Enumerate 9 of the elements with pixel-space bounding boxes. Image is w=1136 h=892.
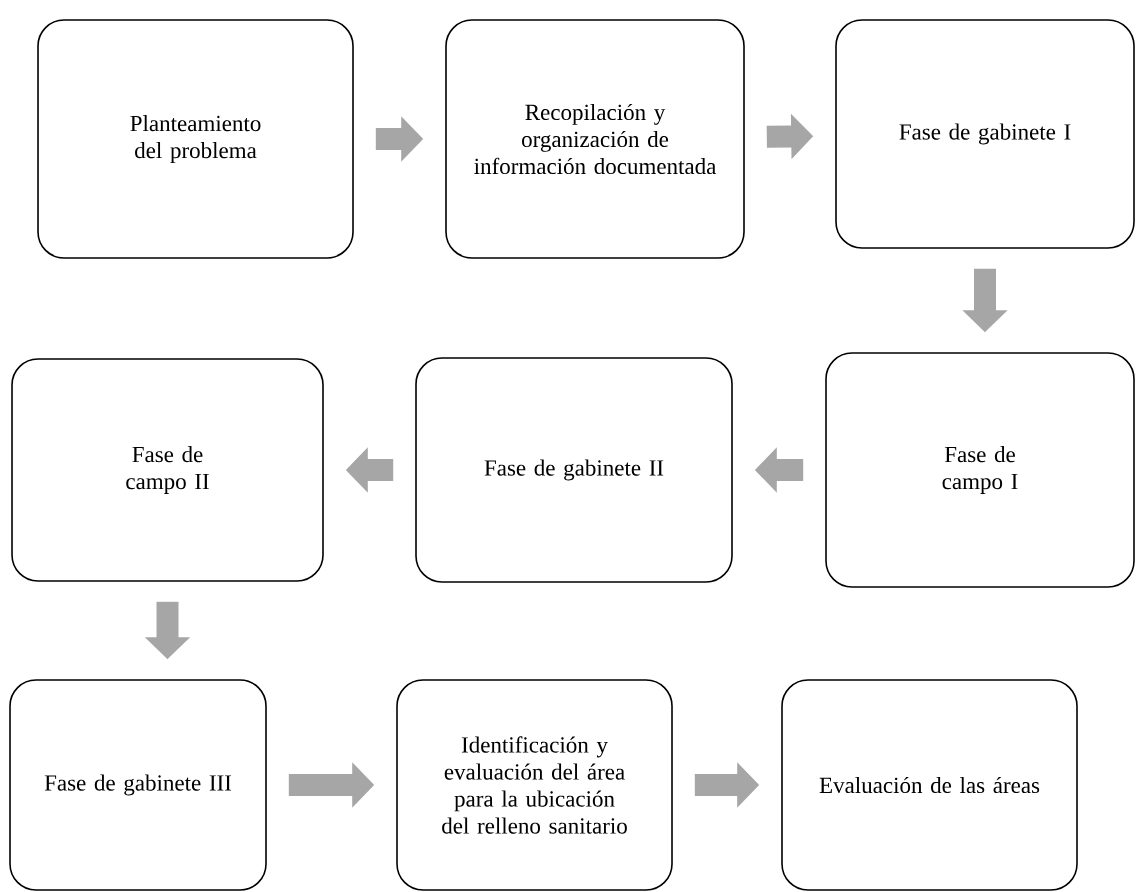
process-box: Evaluación de las áreas bbox=[781, 679, 1078, 891]
process-box: Fase de campo II bbox=[11, 358, 324, 582]
process-box: Fase de gabinete III bbox=[9, 679, 267, 891]
process-box: Planteamiento del problema bbox=[37, 19, 354, 259]
process-box: Fase de gabinete I bbox=[835, 19, 1135, 249]
process-box: Recopilación y organización de información documentada bbox=[445, 19, 745, 259]
process-box: Identificación y evaluación del área para la ubicación del relleno sanitario bbox=[396, 679, 673, 891]
process-box: Fase de campo I bbox=[825, 352, 1135, 588]
process-box: Fase de gabinete II bbox=[415, 357, 733, 583]
